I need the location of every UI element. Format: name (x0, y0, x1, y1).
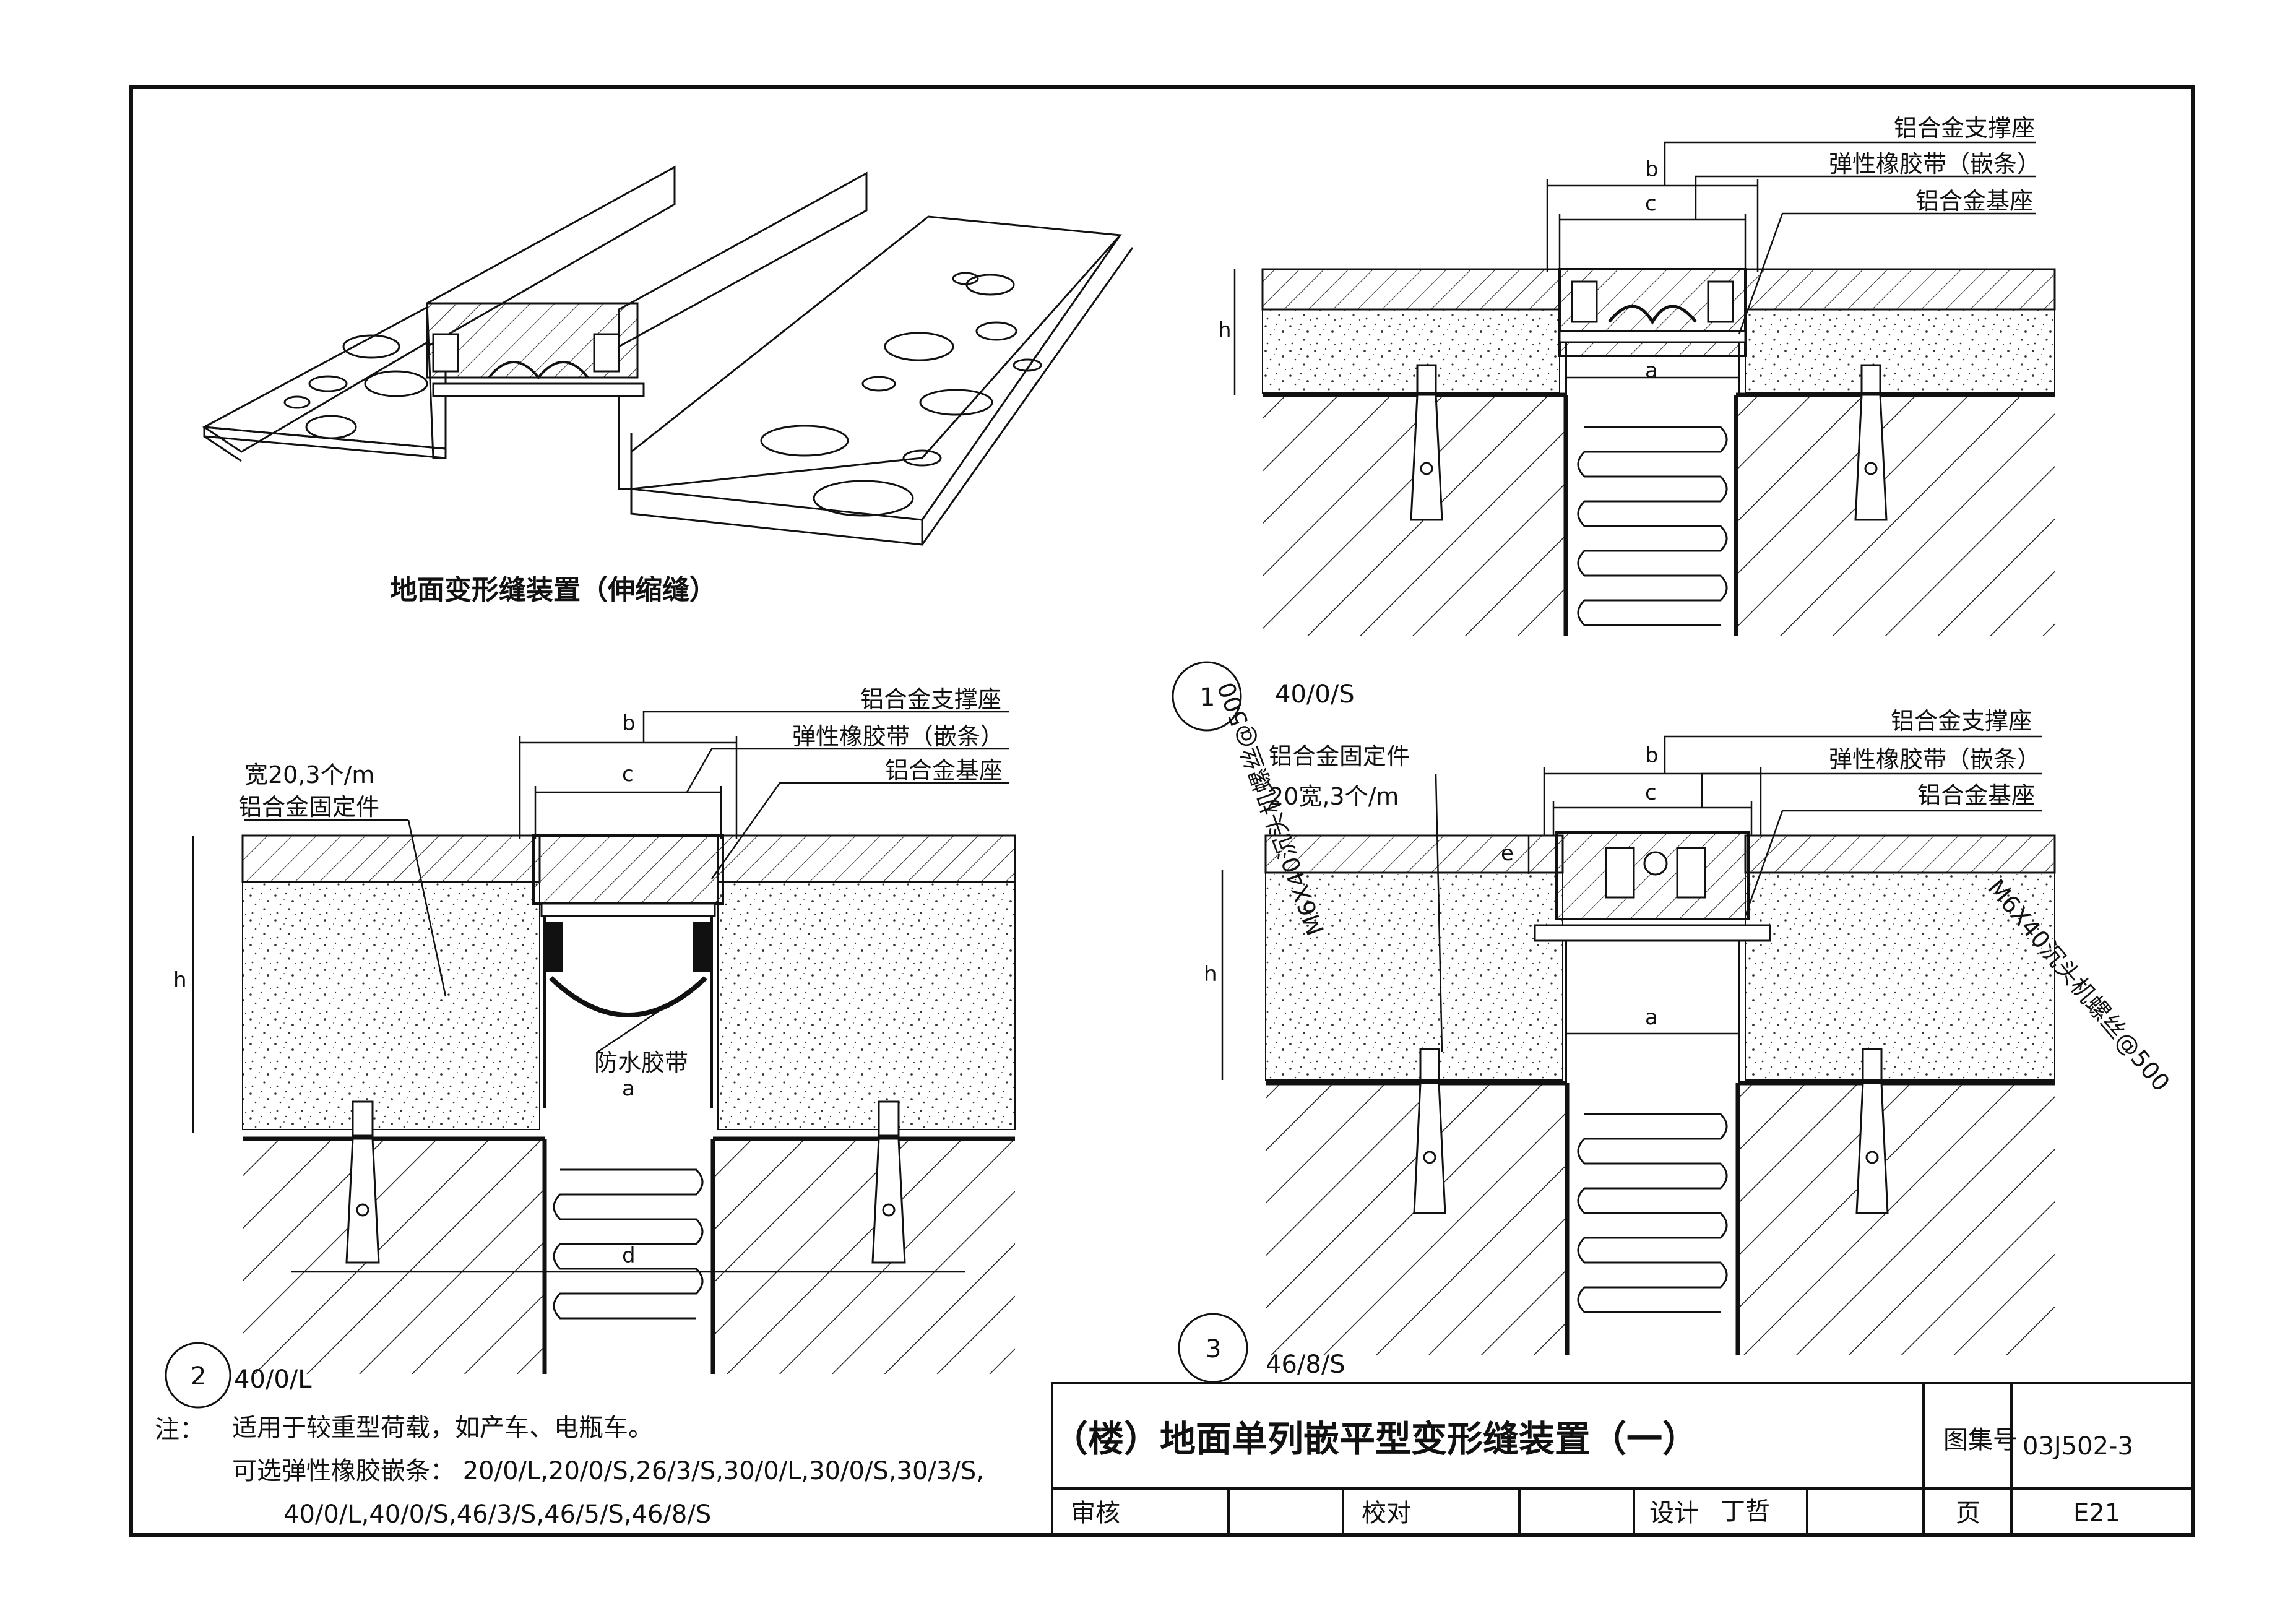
d3-label-1: 铝合金支撑座 (1891, 707, 2032, 735)
d2-tape: 防水胶带 (594, 1049, 688, 1076)
atlas-label: 图集号 (1943, 1426, 2018, 1454)
d2-fixer-a: 宽20,3个/m (244, 761, 374, 788)
detail-3 (1221, 735, 2056, 1355)
isometric-view (202, 165, 1134, 546)
d2-dim-c: c (622, 762, 634, 787)
d2-label-2: 弹性橡胶带（嵌条） (792, 723, 1004, 750)
d2-label-3: 铝合金基座 (885, 757, 1003, 784)
check-label: 校对 (1362, 1499, 1411, 1527)
d1-number-circle (1172, 661, 1242, 732)
d2-code: 40/0/L (234, 1365, 312, 1394)
notes-line-1: 适用于较重型荷载，如产车、电瓶车。 (232, 1414, 653, 1442)
d3-dim-a: a (1645, 1005, 1658, 1030)
notes-line-2: 可选弹性橡胶嵌条： 20/0/L,20/0/S,26/3/S,30/0/L,30… (232, 1457, 984, 1485)
d1-code: 40/0/S (1275, 680, 1355, 709)
atlas-number: 03J502-3 (2023, 1432, 2133, 1461)
d1-dim-h: h (1218, 318, 1232, 343)
d3-fixer-a: 铝合金固定件 (1269, 743, 1410, 770)
d3-dim-b: b (1645, 743, 1659, 768)
d2-fixer-b: 铝合金固定件 (238, 793, 379, 821)
d3-label-2: 弹性橡胶带（嵌条） (1829, 746, 2040, 773)
designer-name: 丁哲 (1721, 1497, 1770, 1526)
d2-dim-h: h (173, 968, 187, 993)
notes-line-3: 40/0/L,40/0/S,46/3/S,46/5/S,46/8/S (283, 1500, 711, 1529)
d3-code: 46/8/S (1266, 1350, 1345, 1379)
d2-dim-a: a (622, 1076, 635, 1101)
d2-dim-d: d (622, 1243, 636, 1268)
review-label: 审核 (1071, 1499, 1120, 1527)
d2-number: 2 (191, 1362, 206, 1391)
design-label: 设计 (1649, 1499, 1699, 1527)
title-block (1051, 1382, 2195, 1536)
d3-dim-c: c (1645, 780, 1657, 805)
d3-dim-e: e (1501, 841, 1514, 866)
drawing-title: （楼）地面单列嵌平型变形缝装置（一） (1052, 1418, 1698, 1460)
d1-dim-c: c (1645, 191, 1657, 216)
d3-dim-h: h (1204, 962, 1217, 987)
d3-label-3: 铝合金基座 (1917, 782, 2035, 809)
page-number: E21 (2073, 1499, 2120, 1527)
d2-dim-b: b (622, 711, 636, 736)
d1-label-2: 弹性橡胶带（嵌条） (1829, 150, 2040, 178)
detail-2 (192, 710, 1016, 1374)
d2-label-1: 铝合金支撑座 (860, 686, 1001, 713)
d1-number: 1 (1199, 683, 1215, 712)
iso-title: 地面变形缝装置（伸缩缝） (390, 574, 717, 606)
detail-1 (1233, 141, 2056, 636)
d1-label-1: 铝合金支撑座 (1894, 114, 2035, 142)
d1-dim-b: b (1645, 157, 1659, 182)
d3-number: 3 (1206, 1335, 1221, 1363)
page-label: 页 (1956, 1499, 1980, 1527)
d2-number-circle (165, 1342, 231, 1409)
d1-label-3: 铝合金基座 (1915, 188, 2033, 215)
notes-prefix: 注： (155, 1415, 204, 1444)
d3-fixer-b: 20宽,3个/m (1269, 783, 1399, 810)
d1-dim-a: a (1645, 358, 1658, 383)
